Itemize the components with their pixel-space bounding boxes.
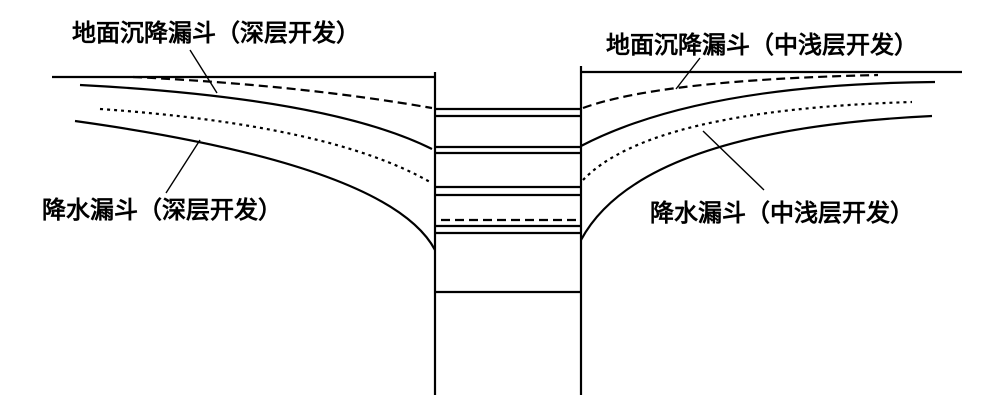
subsidence-funnel-deep — [132, 75, 433, 110]
groundwater-level-shallow — [580, 80, 936, 147]
label-subsidence-deep: 地面沉降漏斗（深层开发） — [72, 18, 360, 47]
label-drawdown-shallow: 降水漏斗（中浅层开发） — [650, 198, 914, 227]
leader-drawdown-shallow — [702, 130, 765, 191]
subsidence-funnel-shallow — [582, 73, 879, 110]
dotted-level-shallow — [582, 100, 913, 181]
leader-subsidence-shallow — [675, 57, 701, 90]
leader-subsidence-deep — [189, 49, 218, 94]
dotted-level-deep — [99, 107, 431, 183]
label-drawdown-deep: 降水漏斗（深层开发） — [42, 195, 282, 224]
groundwater-level-deep — [79, 83, 433, 150]
drawdown-funnel-shallow — [580, 114, 933, 241]
drawdown-funnel-deep — [74, 119, 436, 251]
leader-drawdown-deep — [165, 139, 201, 194]
label-subsidence-shallow: 地面沉降漏斗（中浅层开发） — [606, 30, 918, 59]
well-strata — [436, 107, 580, 294]
